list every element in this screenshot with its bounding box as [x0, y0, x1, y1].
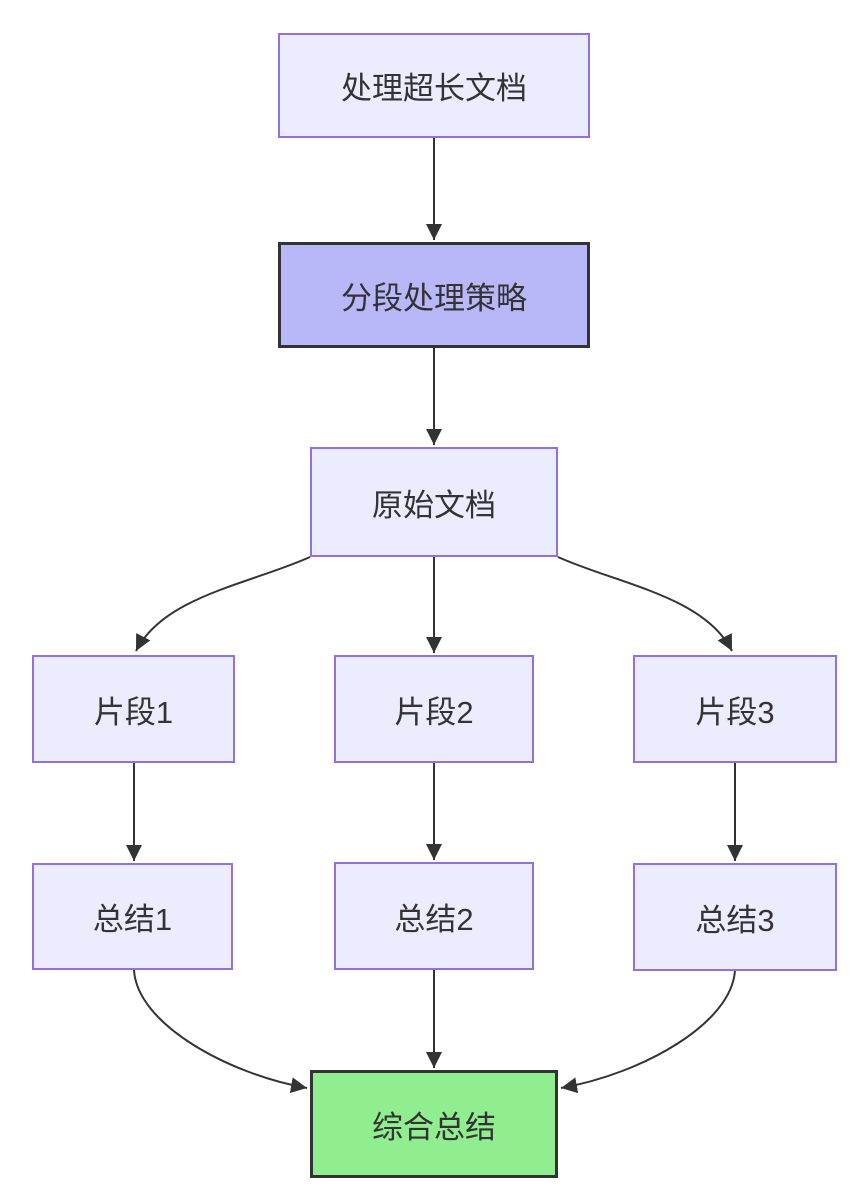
edge-C-D3 — [557, 556, 733, 652]
node-process-long-document: 处理超长文档 — [278, 33, 590, 138]
node-summary-1: 总结1 — [32, 863, 233, 970]
node-summary-2: 总结2 — [334, 862, 534, 970]
node-fragment-2: 片段2 — [334, 655, 534, 763]
node-label: 总结1 — [92, 902, 173, 937]
node-summary-3: 总结3 — [633, 863, 837, 971]
node-segmentation-strategy: 分段处理策略 — [278, 242, 590, 348]
edge-E3-F — [560, 969, 736, 1094]
node-label: 处理超长文档 — [341, 71, 527, 106]
node-label: 片段1 — [93, 694, 174, 730]
node-label: 片段3 — [695, 694, 775, 730]
edge-C-D1 — [135, 556, 311, 652]
node-label: 综合总结 — [372, 1109, 496, 1145]
node-label: 分段处理策略 — [341, 280, 527, 316]
node-fragment-1: 片段1 — [32, 655, 235, 763]
node-original-document: 原始文档 — [310, 447, 558, 557]
node-label: 原始文档 — [372, 487, 496, 523]
node-label: 片段2 — [394, 694, 474, 730]
node-label: 总结3 — [695, 902, 775, 938]
node-combined-summary: 综合总结 — [310, 1070, 558, 1178]
node-fragment-3: 片段3 — [633, 655, 837, 763]
edge-E1-F — [133, 969, 308, 1094]
node-label: 总结2 — [394, 901, 474, 937]
